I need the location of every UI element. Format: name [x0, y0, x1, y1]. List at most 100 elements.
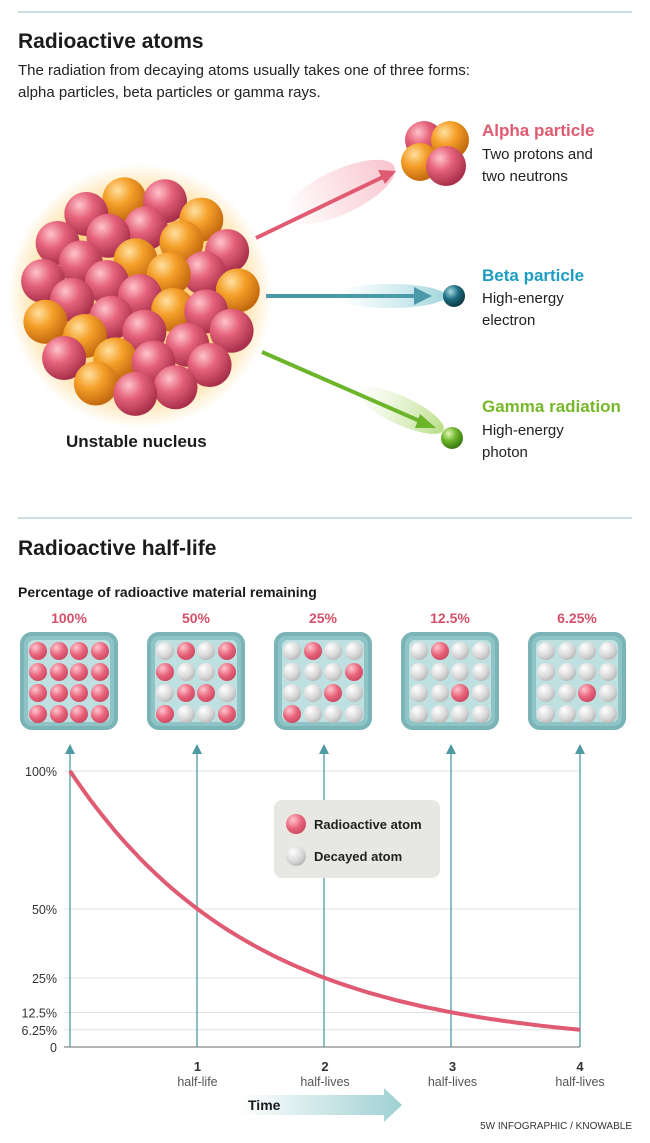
- radioactive-atom: [176, 683, 195, 702]
- decayed-atom: [598, 641, 617, 660]
- radioactive-atom: [156, 662, 175, 681]
- decayed-atom: [217, 683, 236, 702]
- decayed-atom: [557, 704, 576, 723]
- decayed-atom: [324, 641, 343, 660]
- decayed-atom: [156, 683, 175, 702]
- half-life-marker-arrowhead: [575, 744, 585, 754]
- atom-sample-box: [274, 632, 372, 730]
- decayed-atom: [537, 641, 556, 660]
- alpha-particle-icon: [401, 121, 469, 186]
- x-tick-unit: half-lives: [428, 1075, 477, 1089]
- decayed-atom: [578, 662, 597, 681]
- radioactive-atom: [70, 641, 89, 660]
- decayed-atom: [283, 662, 302, 681]
- decayed-atom: [557, 662, 576, 681]
- subtitle-line-1: The radiation from decaying atoms usuall…: [18, 62, 470, 79]
- legend-decayed: Decayed atom: [286, 846, 402, 866]
- alpha-desc-line-1: Two protons and: [482, 146, 593, 163]
- subtitle-line-2: alpha particles, beta particles or gamma…: [18, 84, 321, 101]
- radioactive-atom: [344, 662, 363, 681]
- unstable-nucleus-graphic: [8, 164, 272, 428]
- decayed-atom: [176, 704, 195, 723]
- decayed-atom: [430, 704, 449, 723]
- radioactive-atom: [217, 662, 236, 681]
- x-tick-unit: half-life: [177, 1075, 217, 1089]
- decayed-atom: [598, 683, 617, 702]
- radioactive-atom: [283, 704, 302, 723]
- alpha-desc-line-2: two neutrons: [482, 168, 568, 185]
- decayed-atom: [451, 704, 470, 723]
- decayed-atom: [557, 683, 576, 702]
- y-tick-label: 6.25%: [22, 1024, 57, 1038]
- legend-radioactive: Radioactive atom: [286, 814, 422, 834]
- decayed-atom: [344, 641, 363, 660]
- y-tick-label: 100%: [25, 765, 57, 779]
- radioactive-atom: [90, 683, 109, 702]
- decayed-atom: [598, 704, 617, 723]
- decayed-atom: [283, 683, 302, 702]
- x-tick-number: 1: [194, 1059, 201, 1074]
- half-life-marker-arrowhead: [446, 744, 456, 754]
- section-title-half-life: Radioactive half-life: [18, 537, 217, 560]
- half-life-marker-arrowhead: [65, 744, 75, 754]
- beta-particle-icon: [443, 285, 465, 307]
- decayed-atom: [430, 683, 449, 702]
- radioactive-atom: [29, 704, 48, 723]
- remaining-percent-label: 50%: [181, 610, 211, 626]
- decayed-atom: [303, 662, 322, 681]
- radioactive-atom: [29, 662, 48, 681]
- radioactive-atom: [176, 641, 195, 660]
- x-tick-number: 3: [449, 1059, 456, 1074]
- radioactive-atom: [156, 704, 175, 723]
- alpha-particle-title: Alpha particle: [482, 121, 595, 140]
- half-life-marker-arrowhead: [192, 744, 202, 754]
- legend: Radioactive atom Decayed atom: [274, 800, 440, 878]
- decayed-atom: [471, 641, 490, 660]
- nucleon-sphere: [73, 361, 118, 406]
- decayed-atom: [344, 683, 363, 702]
- gamma-desc-line-2: photon: [482, 444, 528, 461]
- radioactive-atom: [70, 704, 89, 723]
- y-tick-label: 25%: [32, 972, 57, 986]
- radioactive-atom: [70, 662, 89, 681]
- decayed-atom: [430, 662, 449, 681]
- atom-sample-box: [20, 632, 118, 730]
- decayed-atom: [303, 683, 322, 702]
- atom-sample-box: [528, 632, 626, 730]
- decayed-atom: [410, 704, 429, 723]
- decayed-atom: [578, 704, 597, 723]
- remaining-percent-label: 100%: [51, 610, 87, 626]
- decayed-atom: [197, 641, 216, 660]
- beta-particle-title: Beta particle: [482, 266, 585, 285]
- nucleon-sphere: [113, 371, 158, 416]
- gamma-particle-icon: [441, 427, 463, 449]
- decayed-atom: [410, 641, 429, 660]
- decayed-atom: [471, 662, 490, 681]
- y-tick-label: 50%: [32, 903, 57, 917]
- decayed-atom: [197, 704, 216, 723]
- radioactive-atom: [49, 641, 68, 660]
- time-arrow: [240, 1088, 402, 1122]
- radioactive-atom: [324, 683, 343, 702]
- decay-curve-line: [68, 769, 581, 1032]
- decayed-atom: [471, 683, 490, 702]
- radioactive-atom: [70, 683, 89, 702]
- beta-desc-line-2: electron: [482, 312, 536, 329]
- alpha-particle-desc: Two protons and two neutrons: [482, 144, 593, 188]
- gamma-radiation-desc: High-energy photon: [482, 420, 564, 464]
- decayed-atom: [283, 641, 302, 660]
- gamma-radiation-title: Gamma radiation: [482, 397, 621, 416]
- radioactive-atom: [430, 641, 449, 660]
- chart-heading: Percentage of radioactive material remai…: [18, 584, 317, 600]
- decayed-atom: [324, 704, 343, 723]
- remaining-percent-label: 25%: [308, 610, 338, 626]
- y-tick-label: 12.5%: [22, 1007, 57, 1021]
- nucleon-sphere: [215, 268, 260, 313]
- decayed-atom: [578, 641, 597, 660]
- gamma-desc-line-1: High-energy: [482, 422, 564, 439]
- decayed-atom: [451, 662, 470, 681]
- radioactive-atom: [49, 662, 68, 681]
- x-tick-unit: half-lives: [555, 1075, 604, 1089]
- nucleon-sphere: [84, 260, 129, 304]
- nucleon-sphere: [153, 365, 198, 410]
